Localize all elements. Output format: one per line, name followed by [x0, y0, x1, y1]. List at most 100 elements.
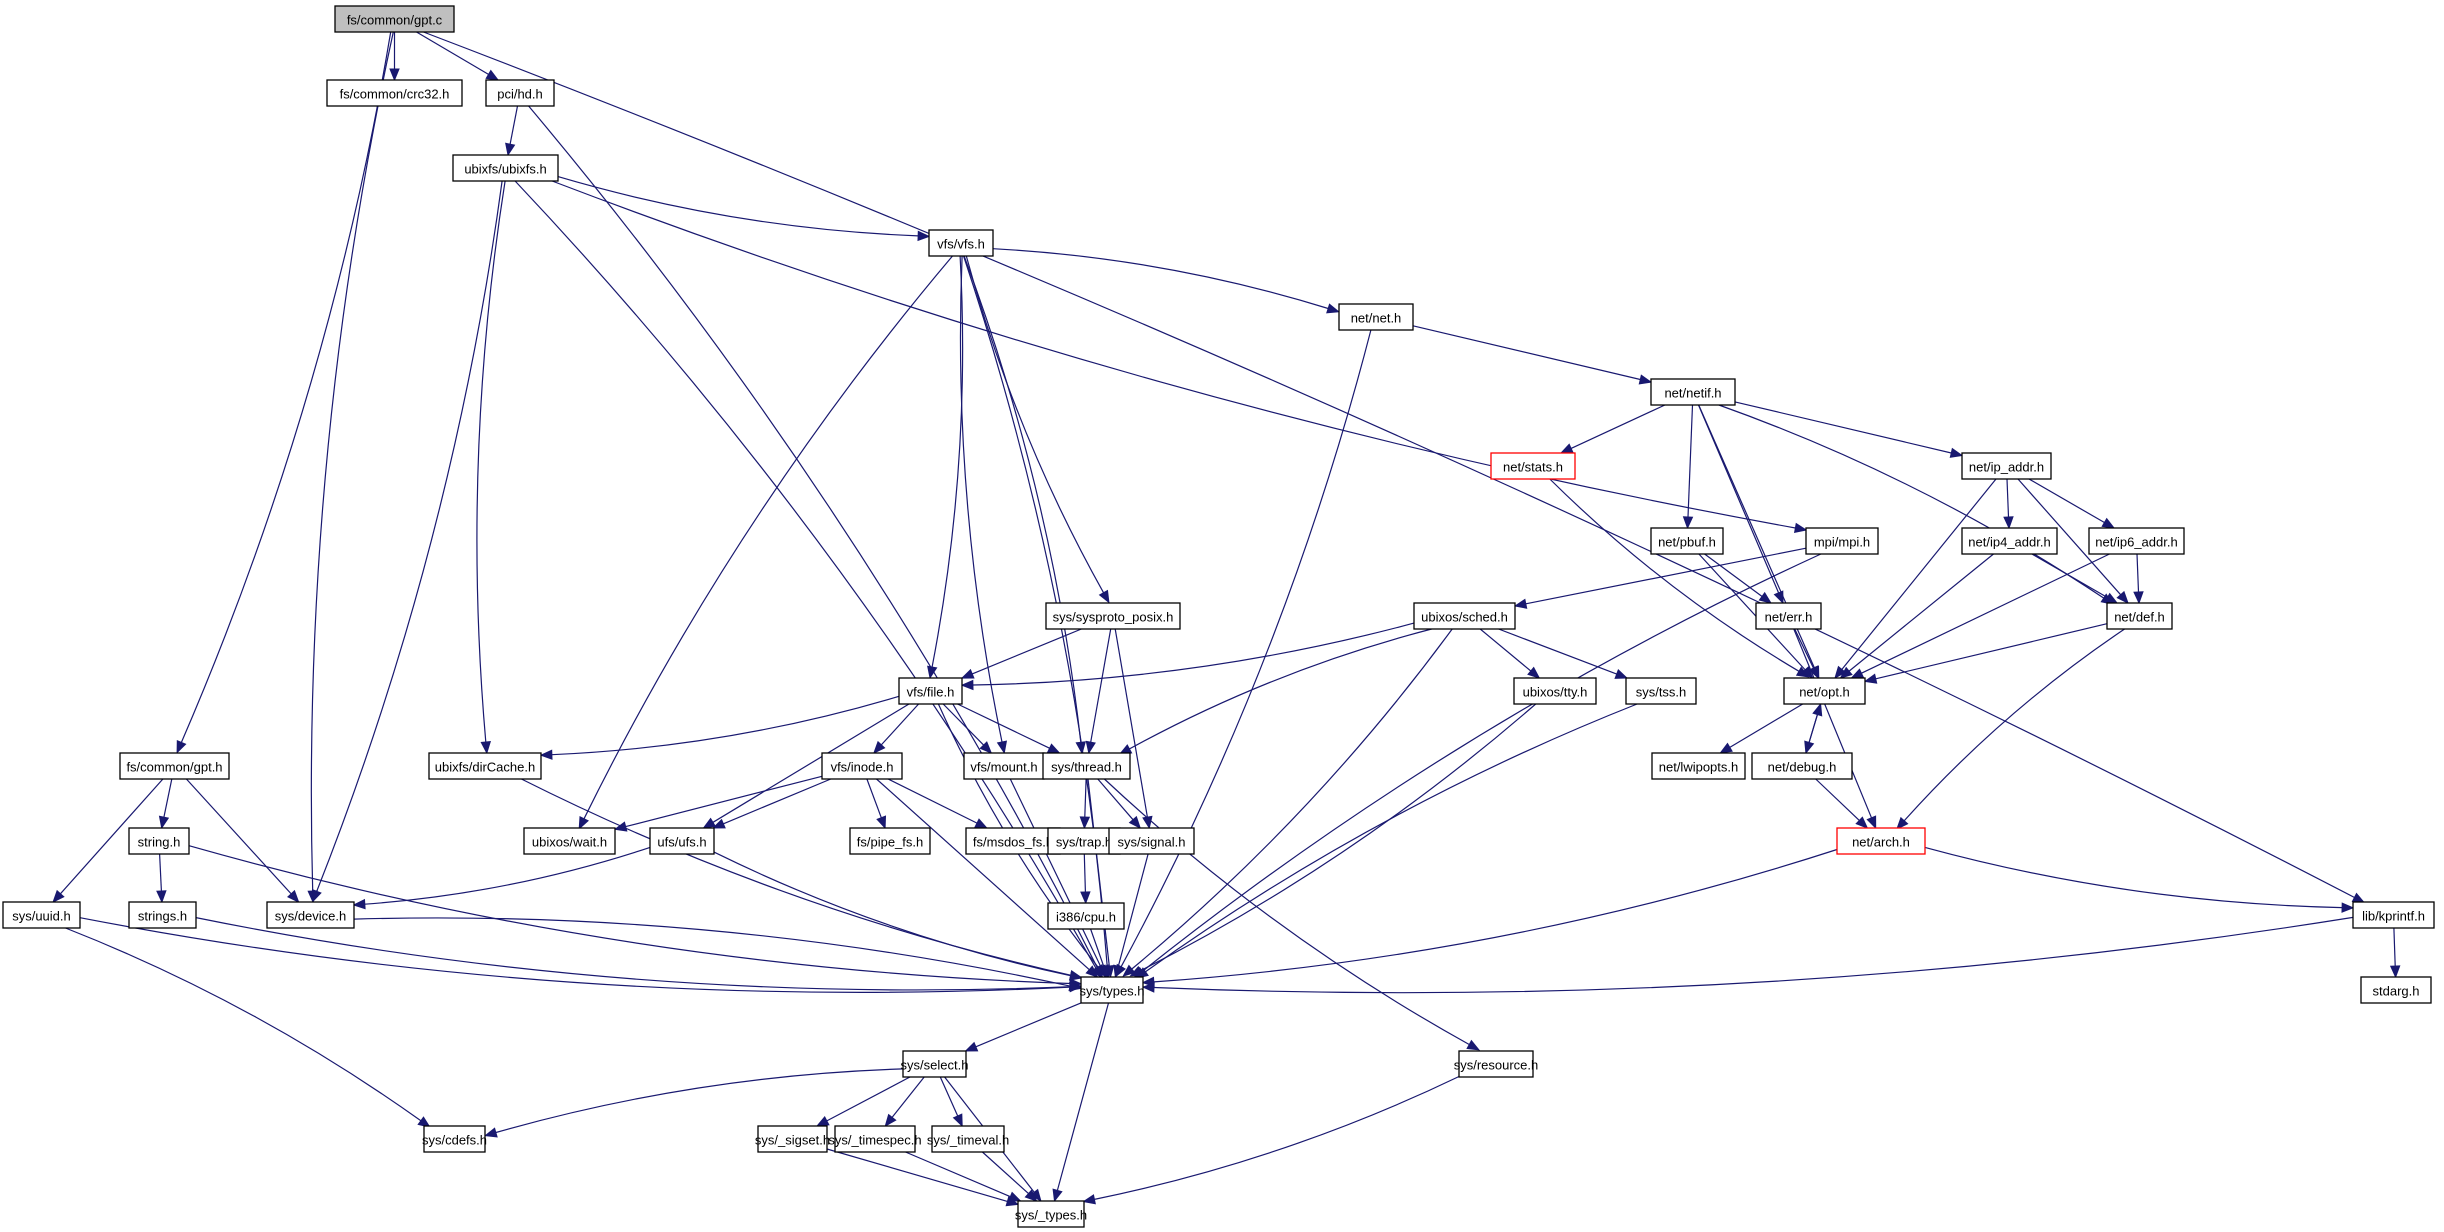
node-cpu-h[interactable]: i386/cpu.h	[1047, 902, 1125, 930]
node-crc32-h[interactable]: fs/common/crc32.h	[326, 79, 463, 107]
node-box[interactable]	[965, 827, 1061, 855]
node-vfs-h[interactable]: vfs/vfs.h	[928, 229, 994, 257]
node-box[interactable]	[1836, 827, 1926, 855]
node-box[interactable]	[1042, 752, 1131, 780]
node-box[interactable]	[1651, 752, 1746, 780]
node-box[interactable]	[334, 5, 455, 33]
node-box[interactable]	[1650, 527, 1724, 555]
node-gpt-h[interactable]: fs/common/gpt.h	[119, 752, 230, 780]
node-box[interactable]	[423, 1125, 486, 1153]
node-sched-h[interactable]: ubixos/sched.h	[1413, 602, 1516, 630]
node-gpt-c[interactable]: fs/common/gpt.c	[334, 5, 455, 33]
node-box[interactable]	[326, 79, 463, 107]
node-file-h[interactable]: vfs/file.h	[898, 677, 963, 705]
node-ip-addr-h[interactable]: net/ip_addr.h	[1961, 452, 2052, 480]
node-box[interactable]	[928, 229, 994, 257]
node-sysproto-h[interactable]: sys/sysproto_posix.h	[1045, 602, 1181, 630]
node-thread-h[interactable]: sys/thread.h	[1042, 752, 1131, 780]
node-box[interactable]	[1625, 677, 1697, 705]
node-mount-h[interactable]: vfs/mount.h	[963, 752, 1045, 780]
node-box[interactable]	[1045, 602, 1181, 630]
node-box[interactable]	[128, 827, 190, 855]
node-box[interactable]	[1047, 902, 1125, 930]
node-timeval-h[interactable]: sys/_timeval.h	[927, 1125, 1009, 1153]
node-select-h[interactable]: sys/select.h	[901, 1050, 969, 1078]
node-device-h[interactable]: sys/device.h	[266, 901, 355, 929]
node-cdefs-h[interactable]: sys/cdefs.h	[422, 1125, 487, 1153]
node-ubixfs-h[interactable]: ubixfs/ubixfs.h	[452, 154, 559, 182]
node-box[interactable]	[1961, 527, 2058, 555]
node-inode-h[interactable]: vfs/inode.h	[821, 752, 903, 780]
node-box[interactable]	[1413, 602, 1516, 630]
node-tss-h[interactable]: sys/tss.h	[1625, 677, 1697, 705]
node-box[interactable]	[757, 1125, 828, 1153]
node-def-h[interactable]: net/def.h	[2106, 602, 2173, 630]
node-box[interactable]	[1805, 527, 1879, 555]
node-box[interactable]	[485, 79, 555, 107]
node-tty-h[interactable]: ubixos/tty.h	[1513, 677, 1597, 705]
node-mpi-h[interactable]: mpi/mpi.h	[1805, 527, 1879, 555]
node-box[interactable]	[1017, 1200, 1085, 1228]
node-pbuf-h[interactable]: net/pbuf.h	[1650, 527, 1724, 555]
node-arch-h[interactable]: net/arch.h	[1836, 827, 1926, 855]
node-box[interactable]	[452, 154, 559, 182]
node-box[interactable]	[821, 752, 903, 780]
node-box[interactable]	[1458, 1050, 1534, 1078]
node-strings-h[interactable]: strings.h	[128, 901, 197, 929]
node-pipe-fs-h[interactable]: fs/pipe_fs.h	[849, 827, 931, 855]
node-box[interactable]	[1047, 827, 1121, 855]
node-stats-h[interactable]: net/stats.h	[1490, 452, 1576, 480]
node-err-h[interactable]: net/err.h	[1755, 602, 1822, 630]
node-box[interactable]	[428, 752, 542, 780]
node-kprintf-h[interactable]: lib/kprintf.h	[2352, 901, 2435, 929]
node-timespec-h[interactable]: sys/_timespec.h	[828, 1125, 922, 1153]
node-netif-h[interactable]: net/netif.h	[1650, 378, 1736, 406]
node-resource-h[interactable]: sys/resource.h	[1454, 1050, 1539, 1078]
node-box[interactable]	[1490, 452, 1576, 480]
node-trap-h[interactable]: sys/trap.h	[1047, 827, 1121, 855]
node-box[interactable]	[649, 827, 715, 855]
node-box[interactable]	[931, 1125, 1005, 1153]
node-signal-h[interactable]: sys/signal.h	[1108, 827, 1195, 855]
node-stdarg-h[interactable]: stdarg.h	[2360, 976, 2432, 1004]
node-box[interactable]	[1783, 677, 1866, 705]
node-dircache-h[interactable]: ubixfs/dirCache.h	[428, 752, 542, 780]
node-uuid-h[interactable]: sys/uuid.h	[2, 901, 81, 929]
node-debug-h[interactable]: net/debug.h	[1751, 752, 1853, 780]
node-box[interactable]	[834, 1125, 916, 1153]
node-box[interactable]	[1650, 378, 1736, 406]
node-box[interactable]	[119, 752, 230, 780]
node-box[interactable]	[2088, 527, 2185, 555]
node-box[interactable]	[849, 827, 931, 855]
node-ip4-addr-h[interactable]: net/ip4_addr.h	[1961, 527, 2058, 555]
node-string-h[interactable]: string.h	[128, 827, 190, 855]
node-hd-h[interactable]: pci/hd.h	[485, 79, 555, 107]
node-net-h[interactable]: net/net.h	[1338, 303, 1414, 331]
node-box[interactable]	[1513, 677, 1597, 705]
node-box[interactable]	[1108, 827, 1195, 855]
node-wait-h[interactable]: ubixos/wait.h	[523, 827, 616, 855]
node-box[interactable]	[1961, 452, 2052, 480]
node-box[interactable]	[2360, 976, 2432, 1004]
node-box[interactable]	[1338, 303, 1414, 331]
node-box[interactable]	[2106, 602, 2173, 630]
node-opt-h[interactable]: net/opt.h	[1783, 677, 1866, 705]
node-ufs-h[interactable]: ufs/ufs.h	[649, 827, 715, 855]
node-box[interactable]	[1751, 752, 1853, 780]
node-box[interactable]	[898, 677, 963, 705]
node-types-h[interactable]: sys/types.h	[1079, 976, 1145, 1004]
node-box[interactable]	[266, 901, 355, 929]
node-box[interactable]	[128, 901, 197, 929]
node-box[interactable]	[1755, 602, 1822, 630]
node-box[interactable]	[902, 1050, 967, 1078]
node-ip6-addr-h[interactable]: net/ip6_addr.h	[2088, 527, 2185, 555]
node-box[interactable]	[2352, 901, 2435, 929]
node-box[interactable]	[963, 752, 1045, 780]
node-box[interactable]	[1080, 976, 1144, 1004]
node-box[interactable]	[2, 901, 81, 929]
node-lwipopts-h[interactable]: net/lwipopts.h	[1651, 752, 1746, 780]
node-msdos-fs-h[interactable]: fs/msdos_fs.h	[965, 827, 1061, 855]
node--types-h[interactable]: sys/_types.h	[1015, 1200, 1087, 1228]
node-sigset-h[interactable]: sys/_sigset.h	[755, 1125, 830, 1153]
node-box[interactable]	[523, 827, 616, 855]
